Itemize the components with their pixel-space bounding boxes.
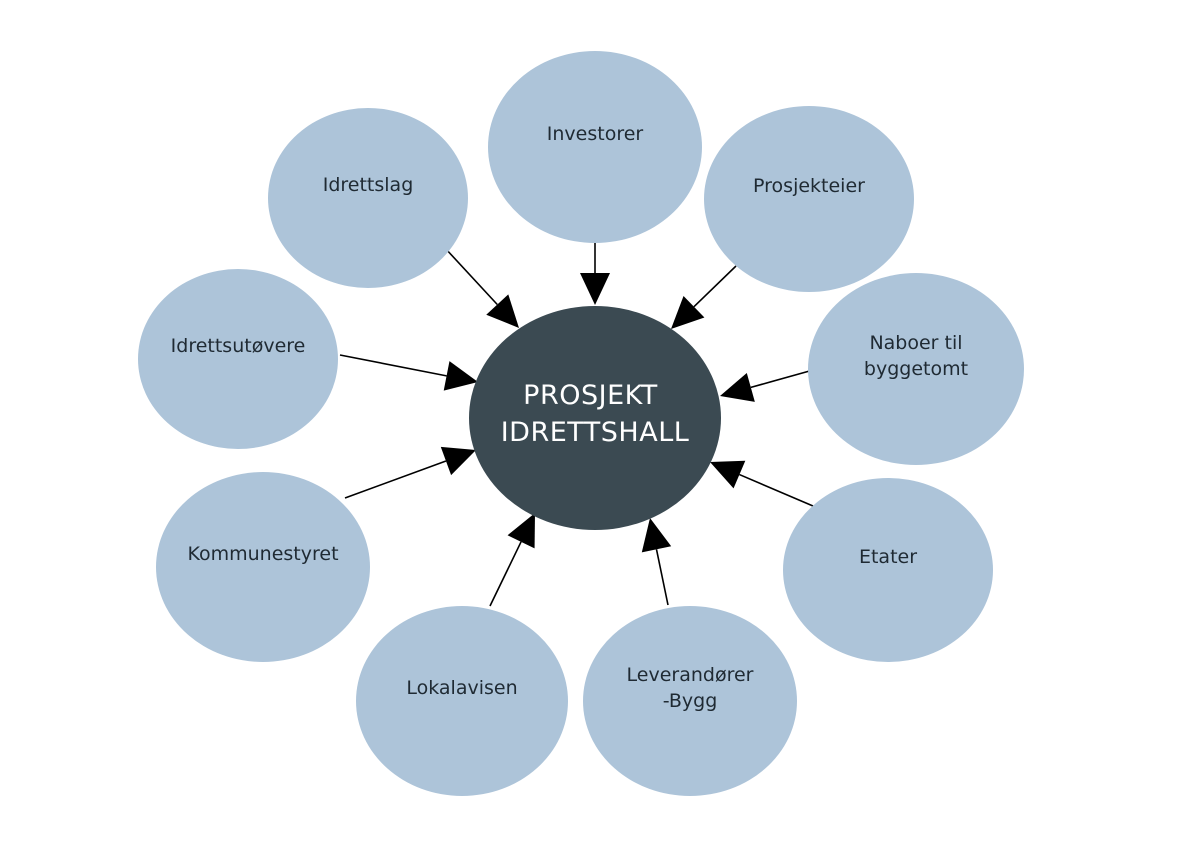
arrow-head-idrettsutovere xyxy=(443,361,478,391)
node-label-line-kommunestyret-1: Kommunestyret xyxy=(187,543,338,565)
node-leverandorer: Leverandører -Bygg xyxy=(583,606,797,796)
node-label-line-lokalavisen-1: Lokalavisen xyxy=(406,677,517,699)
arrow-head-idrettslag xyxy=(486,294,519,328)
arrow-line-idrettsutovere xyxy=(339,354,447,377)
arrow-line-kommunestyret xyxy=(344,460,447,499)
node-label-line-leverandorer-1: Leverandører xyxy=(627,664,754,686)
arrow-head-lokalavisen xyxy=(507,513,535,549)
arrows xyxy=(339,243,832,607)
node-ellipse-prosjekteier xyxy=(704,106,914,292)
node-label-line-etater-1: Etater xyxy=(859,546,917,568)
node-label-lokalavisen: Lokalavisen xyxy=(406,677,517,699)
node-kommunestyret: Kommunestyret xyxy=(156,472,370,662)
node-label-prosjekteier: Prosjekteier xyxy=(753,175,865,197)
node-ellipse-naboer xyxy=(808,273,1024,465)
arrow-line-leverandorer xyxy=(655,549,669,606)
node-label-investorer: Investorer xyxy=(547,123,644,145)
arrow-line-idrettslag xyxy=(444,247,498,306)
node-label-kommunestyret: Kommunestyret xyxy=(187,543,338,565)
arrow-line-lokalavisen xyxy=(489,541,522,607)
arrow-head-etater xyxy=(710,460,746,489)
node-ellipse-kommunestyret xyxy=(156,472,370,662)
node-label-idrettslag: Idrettslag xyxy=(323,174,414,196)
node-ellipse-leverandorer xyxy=(583,606,797,796)
node-ellipse-etater xyxy=(783,478,993,662)
node-etater: Etater xyxy=(783,478,993,662)
node-label-idrettsutovere: Idrettsutøvere xyxy=(171,335,306,357)
node-naboer: Naboer til byggetomt xyxy=(808,273,1024,465)
node-idrettslag: Idrettslag xyxy=(268,108,468,288)
node-ellipse-lokalavisen xyxy=(356,606,568,796)
node-label-line-naboer-1: Naboer til xyxy=(869,332,962,354)
node-label-line-naboer-2: byggetomt xyxy=(864,358,968,380)
center-node: PROSJEKT IDRETTSHALL xyxy=(469,306,721,530)
node-ellipse-investorer xyxy=(488,51,702,243)
arrow-line-etater xyxy=(739,473,814,507)
node-label-line-prosjekteier-1: Prosjekteier xyxy=(753,175,865,197)
node-ellipse-idrettsutovere xyxy=(138,269,338,449)
center-label-line-1: PROSJEKT xyxy=(523,380,658,411)
node-label-leverandorer: Leverandører -Bygg xyxy=(627,664,754,712)
node-label-line-leverandorer-2: -Bygg xyxy=(663,690,718,712)
node-label-naboer: Naboer til byggetomt xyxy=(864,332,968,380)
node-idrettsutovere: Idrettsutøvere xyxy=(138,269,338,449)
node-label-line-idrettslag-1: Idrettslag xyxy=(323,174,414,196)
node-label-line-investorer-1: Investorer xyxy=(547,123,644,145)
arrow-head-kommunestyret xyxy=(440,446,476,476)
arrow-line-prosjekteier xyxy=(693,265,737,308)
node-prosjekteier: Prosjekteier xyxy=(704,106,914,292)
arrow-head-prosjekteier xyxy=(671,295,705,329)
node-label-etater: Etater xyxy=(859,546,917,568)
node-lokalavisen: Lokalavisen xyxy=(356,606,568,796)
node-label-line-idrettsutovere-1: Idrettsutøvere xyxy=(171,335,306,357)
center-label-line-2: IDRETTSHALL xyxy=(501,417,690,448)
center-label: PROSJEKT IDRETTSHALL xyxy=(501,380,690,448)
arrow-head-leverandorer xyxy=(641,518,672,553)
arrow-head-investorer xyxy=(580,273,610,305)
arrow-head-naboer xyxy=(720,372,755,402)
node-ellipse-idrettslag xyxy=(268,108,468,288)
center-ellipse xyxy=(469,306,721,530)
node-investorer: Investorer xyxy=(488,51,702,243)
